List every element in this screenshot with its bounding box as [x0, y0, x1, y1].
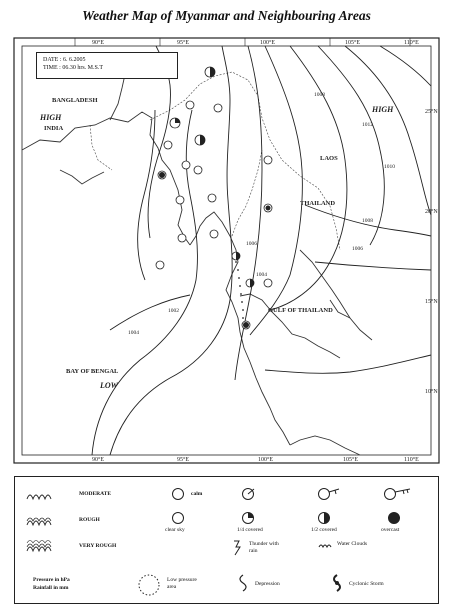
top-axis-label: 90°E — [92, 39, 104, 46]
bottom-axis-label: 105°E — [343, 456, 358, 463]
isobar-label: 1008 — [314, 92, 325, 98]
place-thailand: THAILAND — [300, 200, 335, 207]
sea-rough-icon — [26, 517, 52, 527]
legend-calm: calm — [191, 491, 203, 497]
isobar-label: 1004 — [128, 330, 139, 336]
wind-station-icon-3 — [384, 488, 411, 500]
map-frame — [13, 37, 440, 464]
thunder-icon — [234, 540, 241, 556]
place-gulf: GULF OF THAILAND — [268, 307, 333, 314]
isobar-label: 1004 — [256, 272, 267, 278]
legend-thunder: Thunder with rain — [249, 541, 279, 554]
isobar-label: 1006 — [352, 246, 363, 252]
place-high-west: HIGH — [39, 113, 62, 122]
map-inner-frame — [21, 45, 432, 456]
place-bay-of-bengal: BAY OF BENGAL — [66, 368, 119, 375]
station-shading — [159, 67, 271, 328]
clear-sky-icon — [172, 512, 184, 524]
isobar-label: 1008 — [362, 218, 373, 224]
top-axis-label: 100°E — [260, 39, 275, 46]
coastline — [21, 69, 373, 456]
top-axis-label: 105°E — [345, 39, 360, 46]
legend-sea-moderate: MODERATE — [79, 491, 111, 497]
right-axis-label: 20°N — [425, 208, 438, 215]
legend-clear-sky: clear sky — [165, 527, 185, 533]
legend: MODERATE ROUGH VERY ROUGH calm clear sky… — [14, 476, 439, 604]
sky-half-icon — [318, 512, 330, 524]
wind-station-icon — [242, 488, 255, 500]
water-clouds-icon — [318, 544, 332, 549]
place-high-east: HIGH — [371, 105, 394, 114]
calm-icon — [172, 488, 184, 500]
place-laos: LAOS — [320, 155, 338, 162]
bottom-axis-label: 100°E — [258, 456, 273, 463]
sea-very-rough-icon — [26, 540, 52, 553]
right-axis-label: 15°N — [425, 298, 438, 305]
legend-water-clouds: Water Clouds — [337, 541, 367, 547]
legend-sky-quarter: 1/4 covered — [237, 527, 263, 533]
legend-pressure-note: Pressure in hPa — [33, 577, 70, 583]
legend-overcast: overcast — [381, 527, 400, 533]
place-bangladesh: BANGLADESH — [52, 97, 98, 104]
right-axis-label: 10°N — [425, 388, 438, 395]
isobar-label: 1002 — [168, 308, 179, 314]
sky-quarter-icon — [242, 512, 254, 524]
low-pressure-trail — [235, 261, 244, 319]
time-text: TIME : 06.30 hrs. M.S.T — [43, 65, 103, 71]
legend-sea-rough: ROUGH — [79, 517, 100, 523]
date-text: DATE : 6. 6.2005 — [43, 57, 86, 63]
cyclonic-storm-icon — [333, 574, 341, 592]
legend-rainfall-note: Rainfall in mm — [33, 585, 69, 591]
bottom-axis-label: 95°E — [177, 456, 189, 463]
isobars — [91, 45, 432, 456]
overcast-icon — [388, 512, 400, 524]
legend-low-area: Low pressure area — [167, 577, 197, 590]
place-low: LOW — [99, 381, 119, 390]
border-lines — [89, 71, 341, 251]
top-axis — [74, 38, 411, 46]
map-title: Weather Map of Myanmar and Neighbouring … — [82, 8, 371, 23]
legend-sky-half: 1/2 covered — [311, 527, 337, 533]
place-india: INDIA — [44, 125, 63, 132]
legend-depression: Depression — [255, 581, 280, 587]
bottom-axis-label: 90°E — [92, 456, 104, 463]
date-box: DATE : 6. 6.2005 TIME : 06.30 hrs. M.S.T — [36, 52, 178, 79]
right-axis-label: 25°N — [425, 108, 438, 115]
station-markers — [155, 66, 273, 330]
sea-moderate-icon — [26, 494, 52, 501]
top-axis-label: 95°E — [177, 39, 189, 46]
isobar-label: 1012 — [362, 122, 373, 128]
isobar-label: 1010 — [384, 164, 395, 170]
wind-station-icon-2 — [318, 488, 340, 500]
legend-cyclonic: Cyclonic Storm — [349, 581, 384, 587]
low-area-icon — [138, 574, 160, 596]
legend-sea-very-rough: VERY ROUGH — [79, 543, 117, 549]
depression-icon — [239, 574, 247, 592]
isobar-label: 1006 — [246, 241, 257, 247]
bottom-axis-label: 110°E — [404, 456, 419, 463]
top-axis-label: 110°E — [404, 39, 419, 46]
